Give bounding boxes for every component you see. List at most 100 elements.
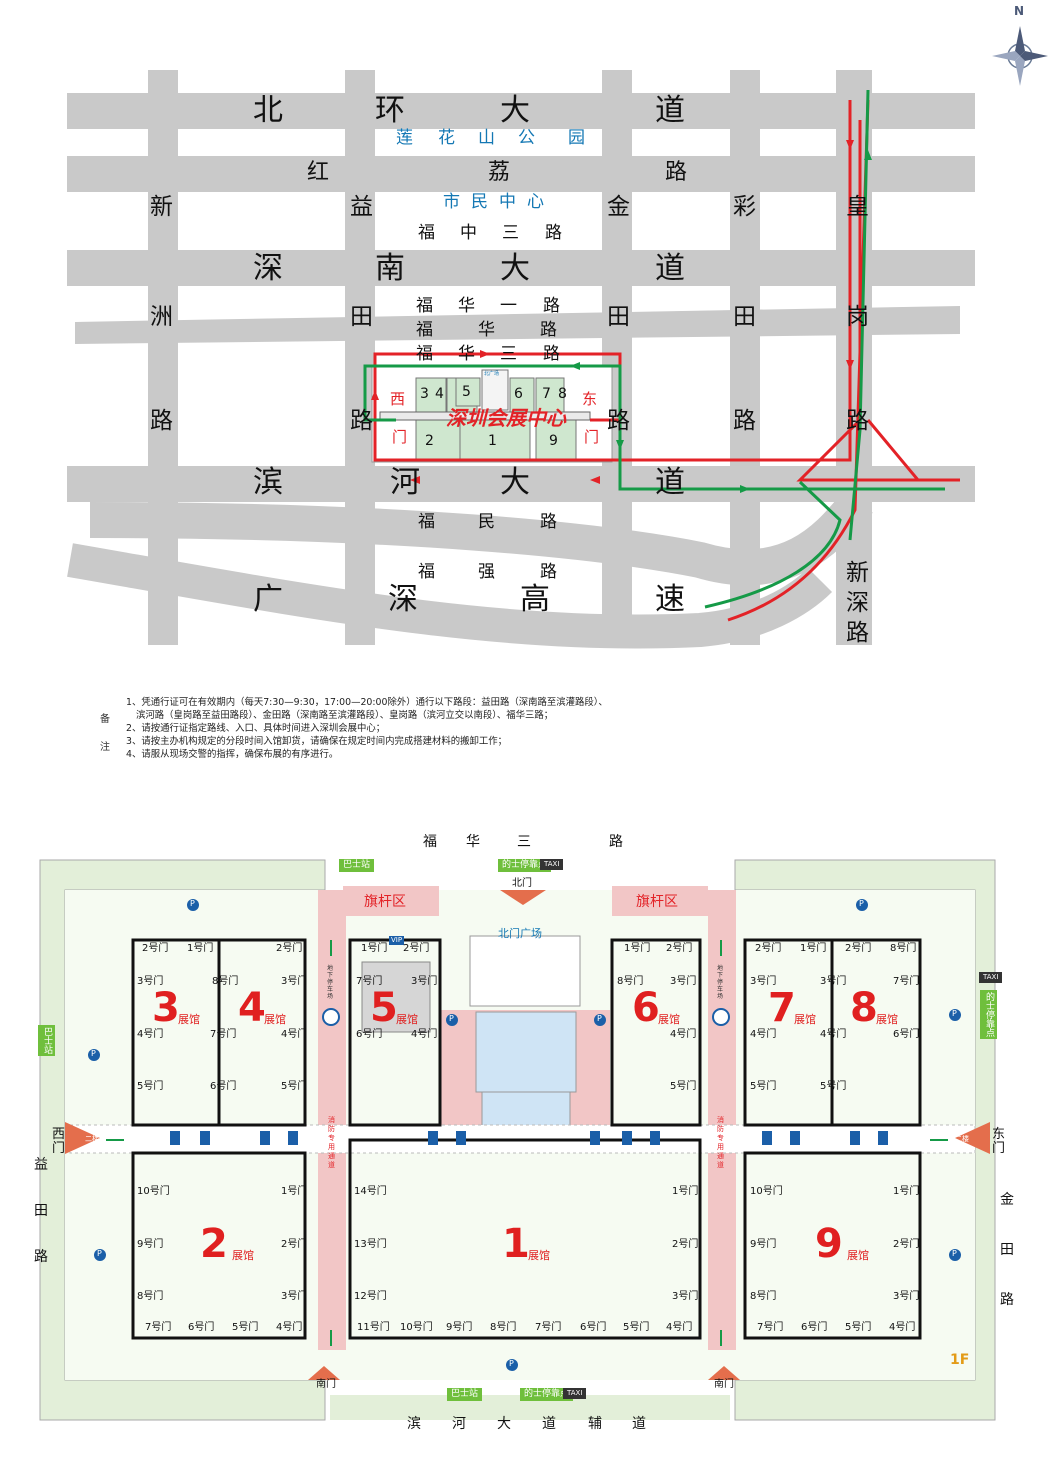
street-west: 路 — [34, 1249, 48, 1265]
door-label: 5号门 — [232, 1322, 259, 1333]
road-label-fuhua3: 华 — [458, 344, 475, 364]
door-label: 1号门 — [361, 943, 388, 954]
road-label-hongli: 荔 — [488, 160, 511, 185]
door-label: 3号门 — [670, 976, 697, 987]
landmark-lianhuashan: 莲 — [396, 128, 413, 148]
landmark-shimin: 民 — [471, 192, 488, 212]
bus-stop-west: 巴士站 — [38, 1025, 55, 1056]
door-label: 2号门 — [672, 1239, 699, 1250]
fire-lane-east: 消防专用通道 — [717, 1116, 724, 1169]
venue-west-gate: 门 — [392, 428, 408, 446]
door-label: 1号门 — [281, 1186, 308, 1197]
door-label: 6号门 — [188, 1322, 215, 1333]
taxi-stop-south: 的士停靠点 — [520, 1388, 574, 1401]
parking-label: P — [859, 899, 864, 908]
road-label-xinshen: 路 — [846, 620, 869, 646]
taxi-stop-east: 的士停靠点 — [980, 990, 997, 1039]
note-line: 1、凭通行证可在有效期内（每天7:30—9:30，17:00—20:00除外）通… — [126, 697, 608, 708]
gate-south: 南门 — [714, 1379, 734, 1390]
street-south: 道 — [632, 1416, 646, 1432]
street-east: 田 — [1000, 1242, 1014, 1258]
door-label: 10号门 — [137, 1186, 170, 1197]
door-label: 3号门 — [411, 976, 438, 987]
route-lines — [363, 89, 960, 622]
road-label-fuhua1: 福 — [416, 296, 433, 316]
parking-label: P — [91, 1049, 96, 1058]
road-label-fuhua3: 三 — [500, 344, 517, 364]
road-label-huanggang: 岗 — [846, 304, 869, 330]
route-map — [67, 26, 1048, 649]
road-label-hongli: 红 — [307, 160, 330, 185]
road-label-yitian: 路 — [350, 408, 373, 434]
door-label: 5号门 — [750, 1081, 777, 1092]
road-label-fuhua: 华 — [478, 320, 495, 340]
door-label: 3号门 — [750, 976, 777, 987]
road-label-caitian: 彩 — [733, 194, 756, 220]
door-label: 4号门 — [281, 1029, 308, 1040]
fire-lane-west: 消防专用通道 — [328, 1116, 335, 1169]
door-label: 6号门 — [580, 1322, 607, 1333]
road-label-beihuan: 大 — [500, 93, 530, 128]
compass-icon — [992, 26, 1048, 86]
note-line: 4、请服从现场交警的指挥，确保布展的有序进行。 — [126, 749, 339, 760]
road-label-guangshen: 速 — [655, 582, 685, 617]
note-line: 3、请按主办机构规定的分段时间入馆卸货，请确保在规定时间内完成搭建材料的搬卸工作… — [126, 736, 507, 747]
door-label: 4号门 — [411, 1029, 438, 1040]
road-label-guangshen: 高 — [520, 582, 550, 617]
venue-block — [371, 365, 613, 463]
door-label: 8号门 — [212, 976, 239, 987]
door-label: 7号门 — [145, 1322, 172, 1333]
door-label: 2号门 — [281, 1239, 308, 1250]
door-label: 5号门 — [670, 1081, 697, 1092]
door-label: 10号门 — [400, 1322, 433, 1333]
landmark-lianhuashan: 山 — [478, 128, 495, 148]
gate-north: 北门 — [512, 878, 532, 889]
street-south: 大 — [497, 1416, 511, 1432]
door-label: 5号门 — [845, 1322, 872, 1333]
door-label: 6号门 — [210, 1081, 237, 1092]
hall-number: 7 — [768, 985, 796, 1031]
hall-number: 8 — [850, 985, 878, 1031]
road-label-fuhua3: 路 — [543, 344, 560, 364]
road-label-fuhua1: 华 — [458, 296, 475, 316]
parking-label: P — [952, 1249, 957, 1258]
door-label: 4号门 — [889, 1322, 916, 1333]
direction-arrows — [106, 940, 948, 1346]
road-label-fuzhong3: 中 — [460, 223, 477, 243]
street-east: 路 — [1000, 1292, 1014, 1308]
vip-badge: VIP — [389, 936, 405, 945]
road-label-hongli: 路 — [665, 160, 688, 185]
road-label-guangshen: 深 — [388, 582, 418, 617]
door-label: 1号门 — [893, 1186, 920, 1197]
road-label-fuhua: 福 — [416, 320, 433, 340]
door-label: 8号门 — [137, 1291, 164, 1302]
road-label-xinzhou: 新 — [150, 194, 173, 220]
stairs-east: 二楼 — [955, 1135, 969, 1143]
gate-arrows — [65, 890, 990, 1380]
road-label-beihuan: 环 — [375, 93, 405, 128]
door-label: 6号门 — [356, 1029, 383, 1040]
parking-label: P — [952, 1009, 957, 1018]
flag-area-east: 旗杆区 — [636, 894, 678, 910]
door-label: 5号门 — [623, 1322, 650, 1333]
road-label-xinshen: 新 — [846, 560, 869, 586]
door-label: 5号门 — [281, 1081, 308, 1092]
north-label: N — [1014, 4, 1025, 18]
hall-suffix: 展馆 — [396, 1013, 418, 1026]
stairs-west: 二楼 — [85, 1135, 99, 1143]
hall-number: 9 — [815, 1221, 843, 1267]
hall-suffix: 展馆 — [794, 1013, 816, 1026]
venue-hall-number: 9 — [549, 433, 558, 449]
gate-west: 西门 — [52, 1127, 66, 1156]
parking-label: P — [509, 1359, 514, 1368]
hall-suffix: 展馆 — [847, 1249, 869, 1262]
door-label: 2号门 — [142, 943, 169, 954]
door-label: 14号门 — [354, 1186, 387, 1197]
road-label-shennan: 大 — [500, 251, 530, 286]
venue-hall-number: 2 — [425, 433, 434, 449]
road-label-shennan: 深 — [253, 251, 283, 286]
road-label-jintian: 田 — [607, 304, 630, 330]
road-label-guangshen: 广 — [253, 582, 283, 617]
door-label: 7号门 — [210, 1029, 237, 1040]
floor-plan — [39, 859, 996, 1421]
